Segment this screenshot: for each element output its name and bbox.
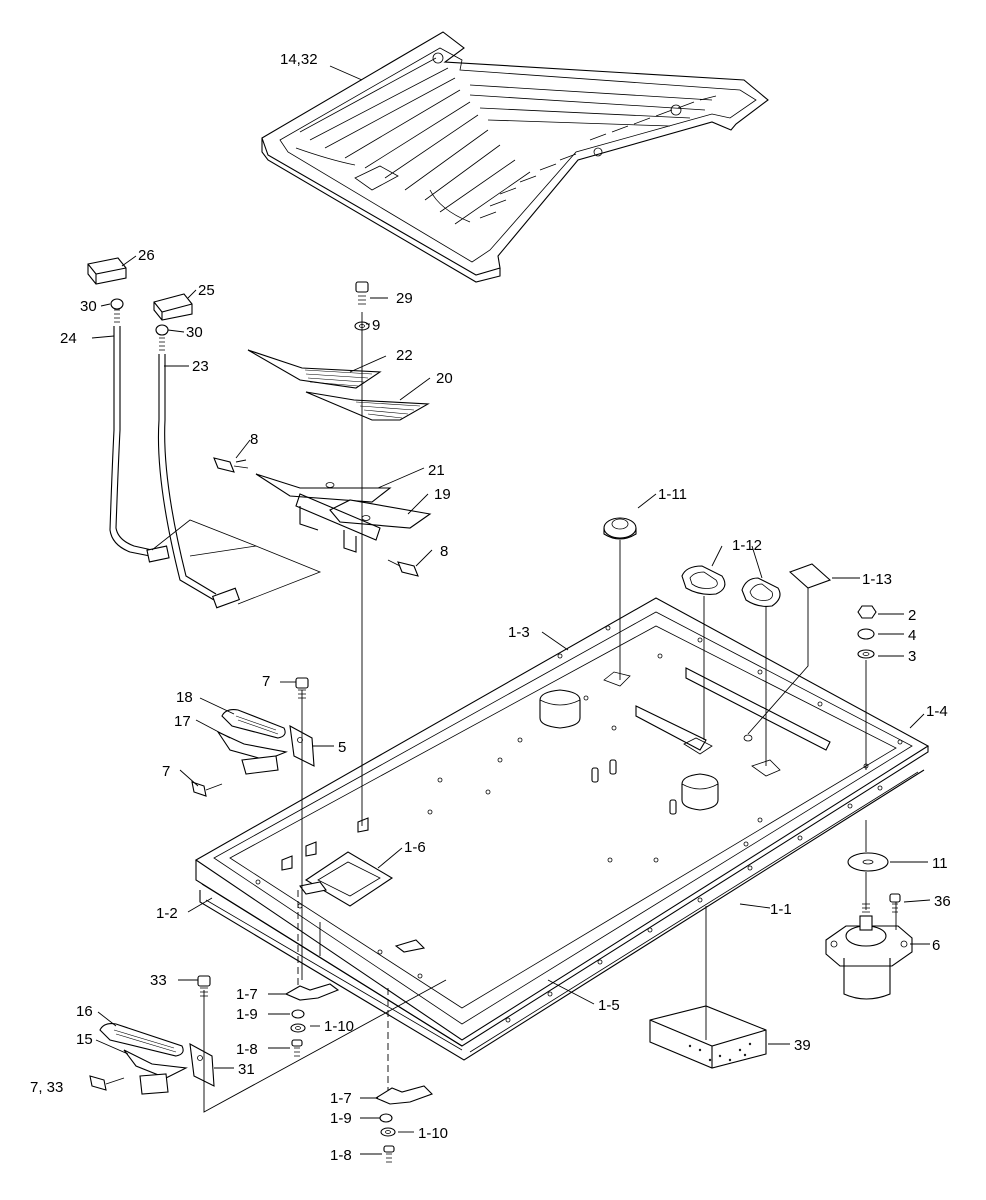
callout-1-10-b: 1-10 [418, 1125, 448, 1142]
sponge-block [649, 1005, 767, 1069]
callout-1-13: 1-13 [862, 571, 892, 588]
mount-fasteners [857, 605, 877, 659]
callout-36: 36 [934, 893, 951, 910]
callout-23: 23 [192, 358, 209, 375]
callout-14-32: 14,32 [280, 51, 318, 68]
callout-labels: 14,32 26 25 30 30 24 23 29 9 22 20 8 21 … [30, 51, 951, 1164]
callout-7-33: 7, 33 [30, 1079, 63, 1096]
callout-1-1: 1-1 [770, 901, 792, 918]
assembly-lines [203, 312, 897, 1113]
callout-15: 15 [76, 1031, 93, 1048]
callout-1-8-a: 1-8 [236, 1041, 258, 1058]
callout-1-5: 1-5 [598, 997, 620, 1014]
travel-pedals [213, 281, 432, 577]
callout-3: 3 [908, 648, 916, 665]
callout-1-6: 1-6 [404, 839, 426, 856]
callout-6: 6 [932, 937, 940, 954]
callout-8-b: 8 [440, 543, 448, 560]
callout-30-b: 30 [186, 324, 203, 341]
footrest-left-lower [89, 975, 215, 1095]
callout-19: 19 [434, 486, 451, 503]
callout-1-7-a: 1-7 [236, 986, 258, 1003]
callout-4: 4 [908, 627, 916, 644]
callout-11: 11 [932, 855, 948, 872]
callout-25: 25 [198, 282, 215, 299]
callout-17: 17 [174, 713, 191, 730]
callout-1-2: 1-2 [156, 905, 178, 922]
callout-7-b: 7 [162, 763, 170, 780]
callout-9: 9 [372, 317, 380, 334]
callout-30-a: 30 [80, 298, 97, 315]
callout-1-4: 1-4 [926, 703, 948, 720]
callout-26: 26 [138, 247, 155, 264]
footrest-left-upper [191, 677, 315, 797]
floor-plate [194, 597, 930, 1061]
travel-levers [87, 257, 322, 609]
callout-22: 22 [396, 347, 413, 364]
callout-20: 20 [436, 370, 453, 387]
clips-left [284, 983, 340, 1057]
callout-21: 21 [428, 462, 445, 479]
callout-1-9-a: 1-9 [236, 1006, 258, 1023]
floor-mat [261, 31, 769, 283]
callout-1-12: 1-12 [732, 537, 762, 554]
rubber-mount [825, 852, 913, 1000]
callout-1-9-b: 1-9 [330, 1110, 352, 1127]
callout-33: 33 [150, 972, 167, 989]
callout-7-a: 7 [262, 673, 270, 690]
grommets [603, 517, 832, 607]
callout-leaders [91, 65, 931, 1155]
callout-18: 18 [176, 689, 193, 706]
callout-29: 29 [396, 290, 413, 307]
callout-1-7-b: 1-7 [330, 1090, 352, 1107]
callout-2: 2 [908, 607, 916, 624]
callout-1-8-b: 1-8 [330, 1147, 352, 1164]
clips-right [374, 1085, 433, 1163]
callout-24: 24 [60, 330, 77, 347]
callout-8-a: 8 [250, 431, 258, 448]
callout-31: 31 [238, 1061, 255, 1078]
callout-1-11: 1-11 [658, 486, 687, 503]
callout-5: 5 [338, 739, 346, 756]
callout-1-10-a: 1-10 [324, 1018, 354, 1035]
callout-1-3: 1-3 [508, 624, 530, 641]
callout-39: 39 [794, 1037, 811, 1054]
callout-16: 16 [76, 1003, 93, 1020]
